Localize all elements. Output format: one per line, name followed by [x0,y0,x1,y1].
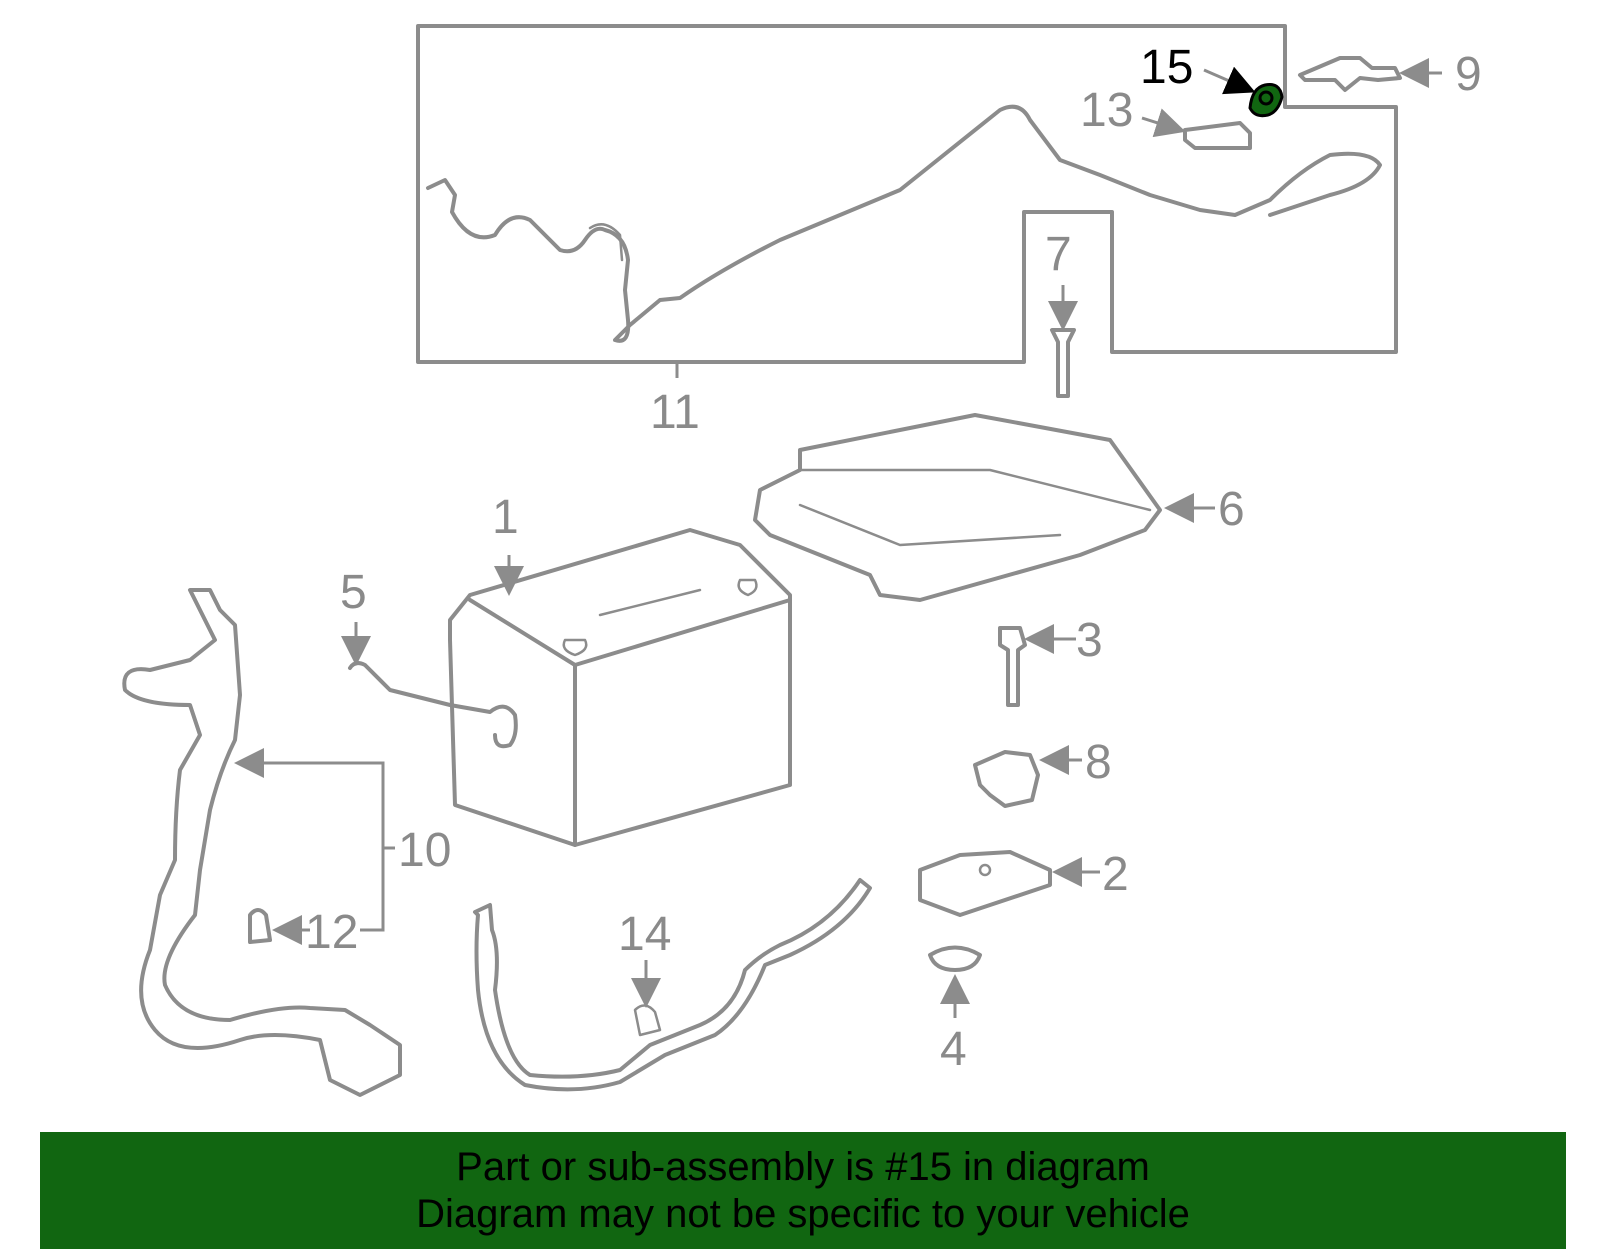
harness-group-outline [416,24,1398,364]
part-2-holddown[interactable] [918,850,1052,917]
part-3-bolt[interactable] [998,626,1027,707]
callout-9: 9 [1455,48,1482,101]
part-5-cable[interactable] [348,661,518,749]
callout-4: 4 [940,1023,967,1076]
part-15-clip[interactable] [1248,83,1284,118]
part-7-bolt[interactable] [1050,328,1076,398]
callout-8: 8 [1085,736,1112,789]
callout-6: 6 [1218,483,1245,536]
callout-10: 10 [398,824,451,877]
callout-3: 3 [1076,614,1103,667]
callout-12: 12 [305,906,358,959]
callout-5: 5 [340,566,367,619]
part-9-bracket[interactable] [1298,56,1402,92]
info-banner: Part or sub-assembly is #15 in diagram D… [40,1132,1566,1249]
callout-2: 2 [1102,848,1129,901]
callout-11: 11 [650,386,700,439]
part-8-bracket[interactable] [973,750,1040,808]
part-14-cable[interactable] [473,878,872,1092]
part-6-cover[interactable] [753,413,1162,602]
part-4-nut[interactable] [928,945,982,972]
callout-13: 13 [1080,84,1133,137]
callout-1: 1 [492,491,519,544]
part-1-battery[interactable] [448,528,792,847]
banner-line-2: Diagram may not be specific to your vehi… [416,1192,1190,1236]
callout-7: 7 [1045,228,1072,281]
part-11-harness[interactable] [426,104,1382,343]
part-13-connector[interactable] [1183,121,1252,150]
part-12-clip[interactable] [248,908,272,944]
callout-15: 15 [1140,41,1193,94]
banner-line-1: Part or sub-assembly is #15 in diagram [456,1145,1150,1189]
part-10-harness[interactable] [122,588,402,1097]
callout-14: 14 [618,908,671,961]
